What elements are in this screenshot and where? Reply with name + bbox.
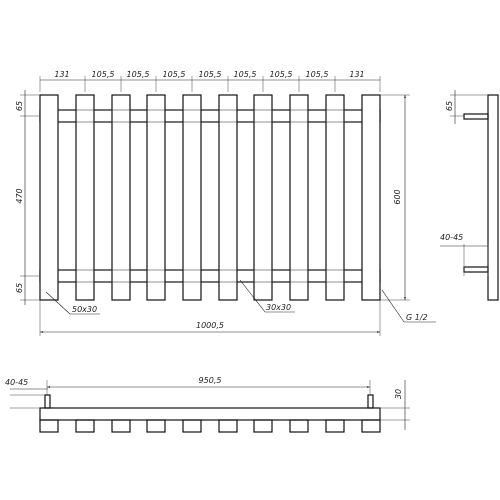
bar-profile-leader: 50x30: [45, 291, 100, 315]
top-view-left-connector: [44, 394, 51, 409]
top-view-bar: [361, 419, 381, 433]
side-dim-top: 65: [445, 101, 454, 111]
overall-width-dimension: 1000,5: [39, 300, 381, 336]
top-view: 40-45 950,5 30: [5, 376, 410, 433]
vertical-bar: [325, 94, 345, 301]
vertical-bars: [39, 94, 381, 301]
vertical-bar: [39, 94, 59, 301]
dim-label: 105,5: [163, 70, 186, 79]
side-view: 65 40-45: [440, 90, 499, 301]
dim-overall-height: 600: [393, 189, 402, 204]
dim-bottom-offset: 65: [15, 283, 24, 293]
front-view: 131 105,5 105,5 105,5 105,5 105,5 105,5 …: [15, 70, 436, 336]
top-view-bars: [39, 419, 381, 433]
side-bar: [487, 94, 499, 301]
dim-label: 105,5: [270, 70, 293, 79]
vertical-bar: [218, 94, 238, 301]
vertical-bar: [361, 94, 381, 301]
dim-top-offset: 65: [15, 101, 24, 111]
side-wall-gap: 40-45: [440, 233, 463, 242]
top-view-inlet-spacing: 950,5: [199, 376, 222, 385]
top-view-right-connector: [367, 394, 374, 409]
dim-label: 105,5: [199, 70, 222, 79]
bar-profile-label: 50x30: [72, 305, 97, 314]
rail-profile-leader: 30x30: [239, 279, 295, 313]
left-dimension-chain: 65 470 65: [15, 90, 40, 305]
top-view-bar: [75, 419, 95, 433]
dim-label: 131: [349, 70, 364, 79]
top-view-depth: 30: [394, 389, 403, 399]
side-bottom-connector: [463, 266, 489, 273]
vertical-bar: [75, 94, 95, 301]
top-view-bar: [253, 419, 273, 433]
side-top-connector: [463, 113, 489, 120]
vertical-bar: [182, 94, 202, 301]
top-view-bar: [325, 419, 345, 433]
top-view-bar: [182, 419, 202, 433]
top-view-bar: [111, 419, 131, 433]
top-view-rail: [39, 407, 381, 421]
dim-label: 105,5: [234, 70, 257, 79]
dim-label: 131: [54, 70, 69, 79]
top-view-bar: [39, 419, 59, 433]
dim-rail-spacing: 470: [15, 188, 24, 203]
vertical-bar: [111, 94, 131, 301]
dim-overall-width: 1000,5: [196, 321, 224, 330]
thread-leader: G 1/2: [381, 289, 436, 323]
dim-label: 105,5: [92, 70, 115, 79]
dim-label: 105,5: [306, 70, 329, 79]
dim-label: 105,5: [127, 70, 150, 79]
rail-lines: [58, 109, 362, 283]
top-view-wall-gap: 40-45: [5, 378, 28, 387]
thread-label: G 1/2: [406, 313, 428, 322]
top-view-bar: [289, 419, 309, 433]
top-dimension-chain: 131 105,5 105,5 105,5 105,5 105,5 105,5 …: [39, 70, 381, 92]
vertical-bar: [289, 94, 309, 301]
top-view-bar: [218, 419, 238, 433]
top-view-bar: [146, 419, 166, 433]
vertical-bar: [253, 94, 273, 301]
right-height-dimension: 600: [380, 94, 410, 301]
rail-profile-label: 30x30: [266, 303, 291, 312]
vertical-bar: [146, 94, 166, 301]
